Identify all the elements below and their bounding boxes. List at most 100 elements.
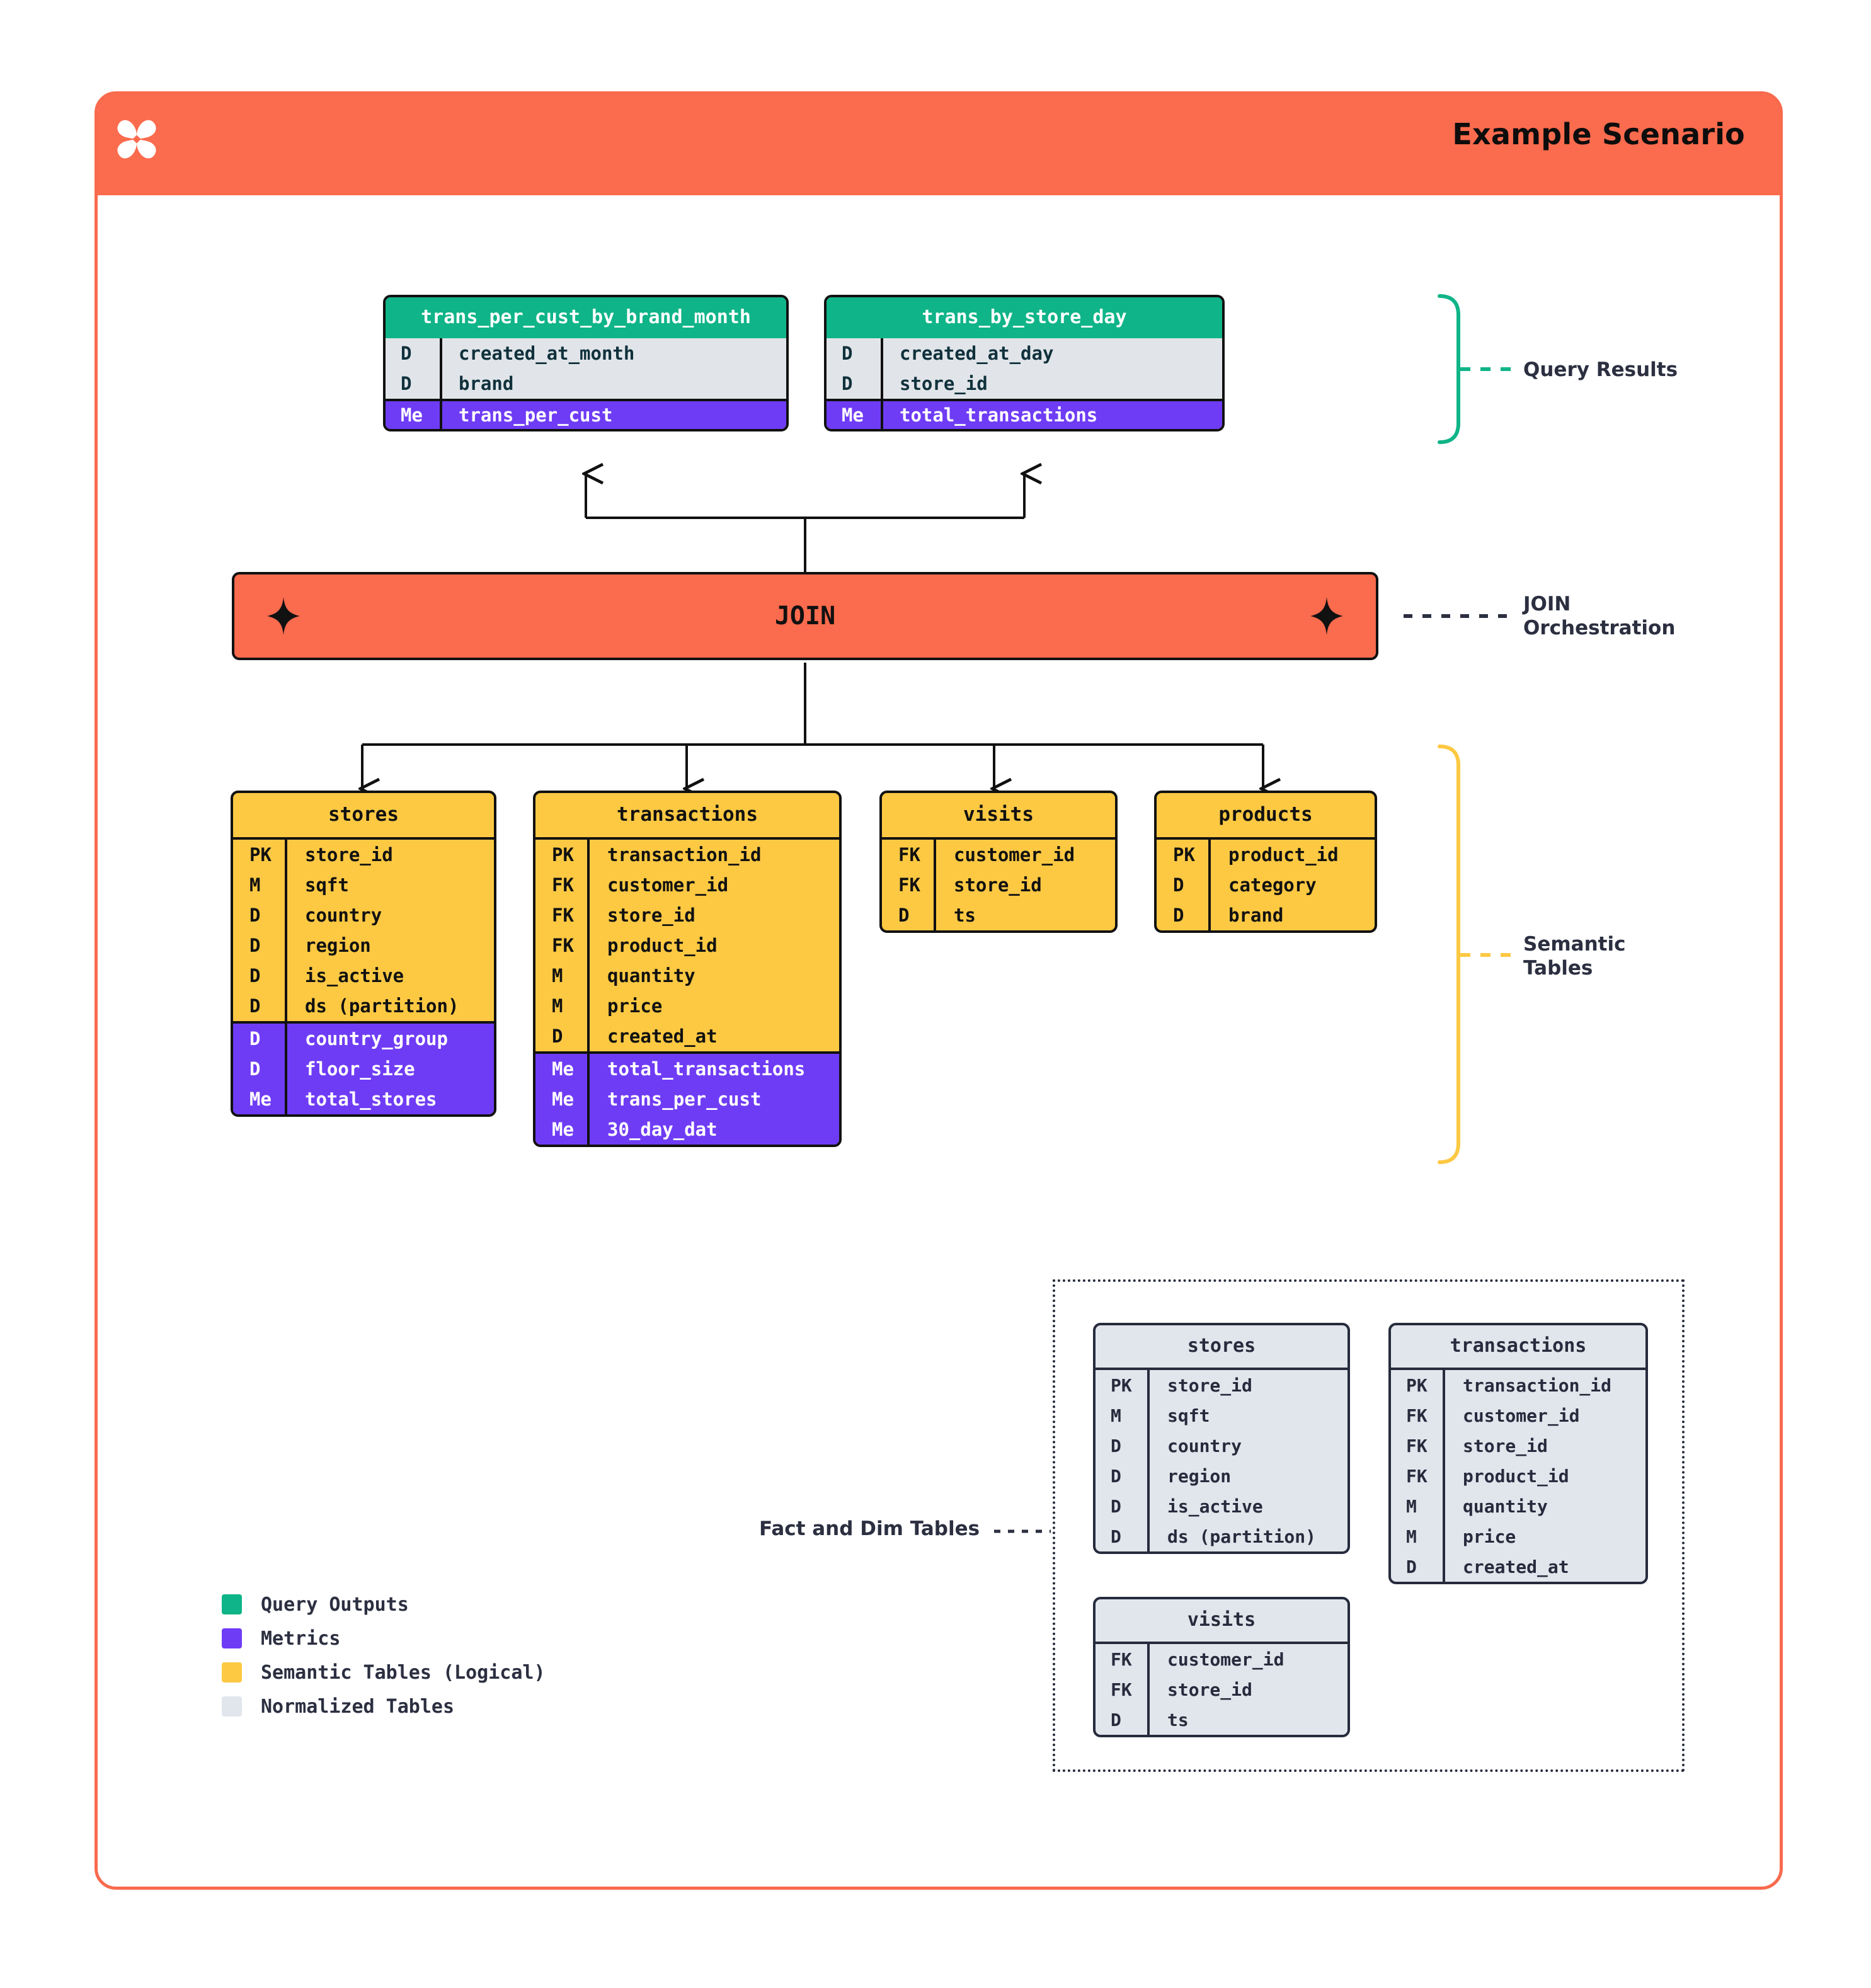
row-key: D [233, 1024, 287, 1054]
annotation-fact-and-dim-tables: Fact and Dim Tables [759, 1517, 980, 1540]
row-field: store_id [900, 373, 988, 394]
query-result-table-1[interactable]: trans_by_store_day D created_at_day D st… [824, 295, 1225, 431]
legend-swatch-metrics [222, 1628, 242, 1648]
row-field: store_id [1167, 1679, 1252, 1700]
row-field: trans_per_cust [607, 1088, 762, 1110]
row-field: sqft [1167, 1405, 1210, 1426]
x-butterfly-logo-icon [117, 120, 156, 159]
row-key: D [233, 1054, 287, 1084]
row-field: price [1463, 1526, 1516, 1547]
row-key: D [386, 368, 442, 399]
row-key: Me [233, 1084, 287, 1114]
legend-label: Semantic Tables (Logical) [261, 1661, 546, 1684]
row-key: M [1391, 1521, 1445, 1551]
annotation-semantic-tables: Semantic Tables [1523, 932, 1625, 981]
table-row: D created_at_day [827, 338, 1222, 368]
row-key: FK [535, 900, 590, 930]
query-result-table-0[interactable]: trans_per_cust_by_brand_month D created_… [383, 295, 789, 431]
row-key: D [827, 338, 883, 368]
row-field: transaction_id [1463, 1374, 1612, 1396]
row-field: product_id [1463, 1465, 1569, 1487]
sparkle-diamond-icon [1310, 597, 1343, 635]
row-key: Me [827, 401, 883, 429]
row-field: total_stores [305, 1088, 437, 1110]
annotation-line-1: Semantic [1523, 933, 1626, 956]
row-field: country [1167, 1435, 1242, 1456]
row-field: created_at [607, 1025, 718, 1047]
row-key: D [827, 368, 883, 399]
row-key: D [1096, 1461, 1150, 1491]
row-key: Me [535, 1084, 590, 1114]
row-field: is_active [1167, 1495, 1263, 1517]
annotation-line-2: Orchestration [1523, 617, 1676, 640]
row-field: price [607, 995, 663, 1017]
row-key: FK [1391, 1431, 1445, 1461]
row-key: M [1096, 1400, 1150, 1431]
row-key: D [1157, 900, 1211, 930]
row-field: customer_id [607, 874, 729, 896]
row-field: is_active [305, 965, 404, 986]
table-row: FK product_id [1391, 1461, 1645, 1491]
annotation-query-results: Query Results [1523, 358, 1678, 381]
row-key: D [233, 930, 287, 961]
row-key: FK [535, 870, 590, 900]
row-key: D [882, 900, 936, 930]
legend-item: Metrics [222, 1621, 546, 1655]
table-title: visits [882, 793, 1115, 840]
row-field: ds (partition) [1167, 1526, 1317, 1547]
row-field: created_at_day [900, 343, 1054, 364]
row-field: transaction_id [607, 844, 762, 865]
row-key: PK [1157, 840, 1211, 870]
row-key: D [1096, 1491, 1150, 1521]
row-field: trans_per_cust [459, 404, 613, 426]
table-row: D store_id [827, 368, 1222, 399]
metric-row: Me total_stores [233, 1084, 494, 1114]
legend-label: Normalized Tables [261, 1695, 455, 1718]
row-field: quantity [607, 965, 695, 986]
row-field: customer_id [1463, 1405, 1580, 1426]
row-field: customer_id [1167, 1648, 1285, 1670]
row-field: product_id [1228, 844, 1339, 865]
row-key: FK [1096, 1674, 1150, 1705]
legend-item: Semantic Tables (Logical) [222, 1655, 546, 1689]
row-key: D [386, 338, 442, 368]
table-row: FK store_id [1096, 1674, 1347, 1705]
row-key: FK [535, 930, 590, 961]
legend-swatch-normalized-tables [222, 1696, 242, 1717]
join-orchestration-bar[interactable]: JOIN [232, 572, 1378, 660]
row-field: total_transactions [607, 1058, 806, 1080]
row-key: FK [1391, 1461, 1445, 1491]
table-title: transactions [1391, 1325, 1645, 1370]
row-field: ts [954, 905, 976, 926]
metric-row: Me trans_per_cust [386, 399, 786, 429]
legend-label: Metrics [261, 1627, 341, 1650]
table-title: stores [233, 793, 494, 840]
metric-block: Me total_transactions Me trans_per_cust Me… [535, 1051, 839, 1145]
table-title: stores [1096, 1325, 1347, 1370]
metric-row: Me trans_per_cust [535, 1084, 839, 1114]
row-field: customer_id [954, 844, 1075, 865]
row-field: sqft [305, 874, 349, 896]
